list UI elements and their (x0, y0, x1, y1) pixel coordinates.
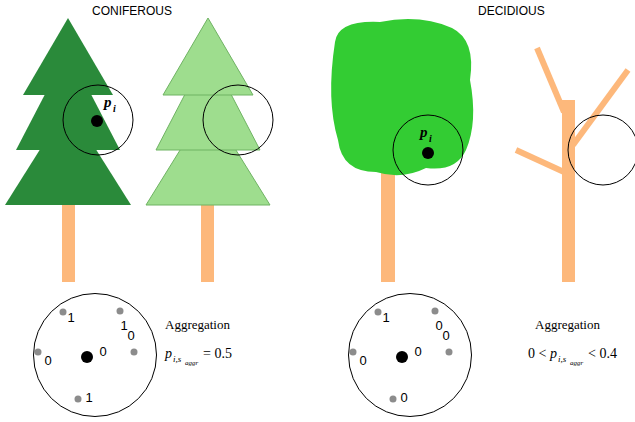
neighbour-point (390, 396, 397, 403)
neighbour-point (131, 349, 138, 356)
neighbour-value: 1 (67, 311, 74, 324)
circle-outline (34, 294, 157, 417)
formula-subscript: aggr (570, 360, 583, 367)
neighbour-value: 1 (120, 319, 127, 332)
neighbour-value: 0 (435, 319, 442, 332)
trunk (201, 200, 214, 282)
trunk (381, 165, 395, 282)
aggregation-label: Aggregation (535, 318, 600, 331)
neighbour-point (350, 349, 357, 356)
sample-circle (63, 85, 133, 155)
aggregation-circle: 110001 (33, 293, 157, 417)
conifer-layer (23, 18, 113, 95)
formula-value: = 0.5 (203, 347, 232, 361)
sample-circle (568, 115, 635, 185)
neighbour-point (75, 396, 82, 403)
neighbour-value: 0 (414, 345, 421, 358)
neighbour-value: 0 (359, 354, 366, 367)
neighbour-value: 1 (382, 311, 389, 324)
query-point (396, 351, 408, 363)
formula-subscript: i,s (173, 355, 181, 364)
neighbour-point (117, 308, 124, 315)
panel-heading: CONIFEROUS (92, 5, 172, 17)
conifer-layer (163, 18, 253, 95)
aggregation-label: Aggregation (165, 318, 230, 331)
formula-subscript: i,s (558, 355, 566, 364)
point-symbol: p (420, 125, 428, 140)
aggregation-circle: 100000 (348, 293, 472, 417)
formula-value: < 0.4 (588, 347, 617, 361)
formula-value: 0 < (528, 347, 546, 361)
point-subscript: i (429, 134, 432, 144)
neighbour-point (432, 308, 439, 315)
formula-symbol: p (165, 347, 172, 361)
formula-subscript: aggr (185, 360, 198, 367)
neighbour-value: 0 (44, 354, 51, 367)
leaf-crown (331, 19, 473, 175)
query-point (422, 147, 434, 159)
circle-outline (349, 294, 472, 417)
neighbour-point (60, 309, 67, 316)
neighbour-point (35, 349, 42, 356)
sample-circle (393, 115, 463, 185)
neighbour-value: 0 (400, 391, 407, 404)
neighbour-point (375, 309, 382, 316)
point-subscript: i (113, 104, 116, 114)
neighbour-value: 0 (99, 345, 106, 358)
neighbour-dots (35, 308, 453, 403)
query-point (81, 351, 93, 363)
neighbour-point (446, 349, 453, 356)
trunk (62, 200, 75, 282)
panel-heading: DECIDIOUS (478, 5, 545, 17)
formula-symbol: p (550, 347, 557, 361)
sample-circle (203, 85, 273, 155)
query-point (91, 115, 103, 127)
neighbour-value: 0 (127, 329, 134, 342)
trunk (562, 100, 575, 282)
neighbour-value: 0 (442, 329, 449, 342)
point-symbol: p (104, 95, 112, 110)
neighbour-value: 1 (85, 391, 92, 404)
